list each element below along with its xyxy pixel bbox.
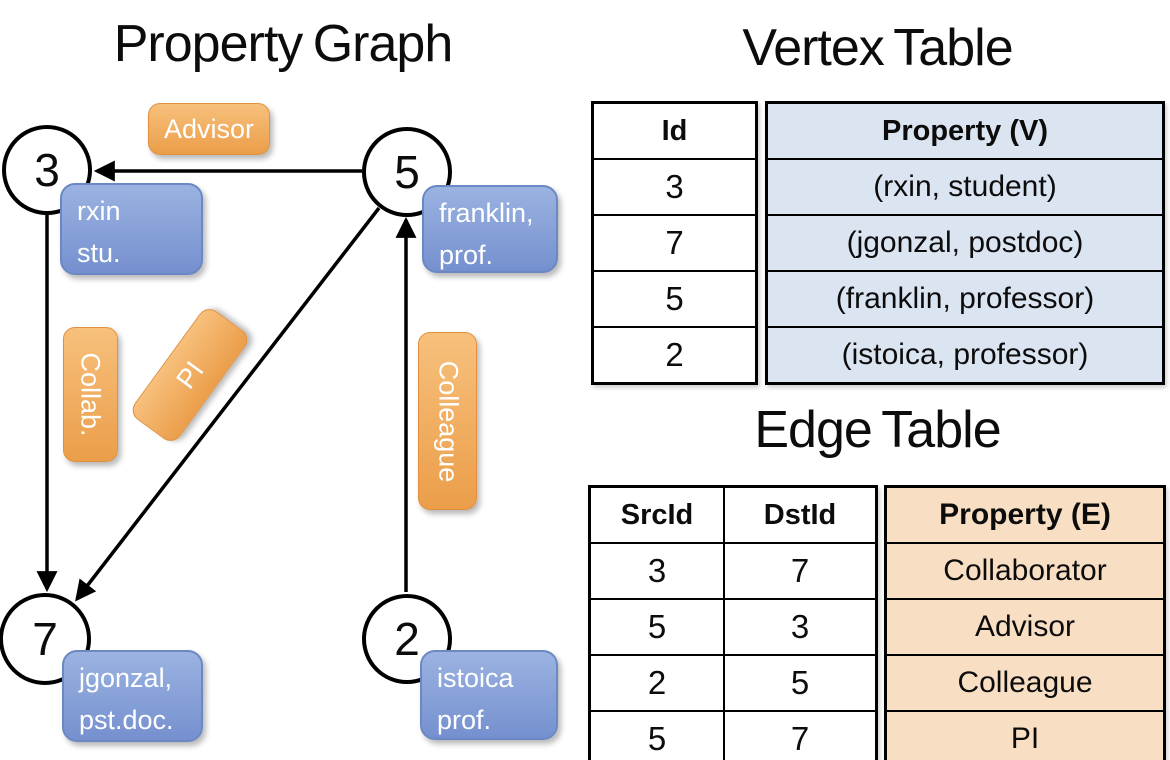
table-row: (rxin, student) [768,158,1162,214]
edge-label-colleague: Colleague [418,332,477,510]
vertex-id-cell: 3 [665,168,684,205]
table-row: PI [887,710,1163,760]
edge-property-cell: PI [887,712,1163,760]
vertex-prop-5-line1: franklin, [439,198,534,228]
edge-label-advisor-text: Advisor [163,113,255,144]
table-row: Colleague [887,654,1163,710]
vertex-prop-3-line2: stu. [77,238,121,268]
vertex-node-5: 5 [362,127,452,217]
edge-table: SrcId DstId 3 7 5 3 2 5 5 7 Property (E) [588,485,1166,760]
edge-table-src-dst-columns: SrcId DstId 3 7 5 3 2 5 5 7 [588,485,878,760]
vertex-property-cell: (rxin, student) [768,160,1162,214]
vertex-node-3-id: 3 [34,144,60,196]
edge-label-pi-text: PI [169,355,210,394]
table-row: 3 [594,158,755,214]
edge-property-cell: Advisor [887,600,1163,654]
edge-src-cell: 2 [591,656,725,710]
vertex-id-cell: 5 [665,280,684,317]
vertex-table-header-id: Id [661,114,688,147]
edge-property-cell: Collaborator [887,544,1163,598]
vertex-node-5-id: 5 [394,146,420,198]
graph-edges-canvas [36,160,417,602]
vertex-prop-3-line1: rxin [77,196,121,226]
property-graph-title: Property Graph [113,15,454,73]
edge-label-collab: Collab. [63,327,118,462]
edge-dst-cell: 3 [790,608,810,645]
vertex-prop-2-line2: prof. [437,705,492,735]
table-row: (jgonzal, postdoc) [768,214,1162,270]
vertex-prop-7-line1: jgonzal, [79,663,173,693]
vertex-table-title: Vertex Table [742,19,1013,77]
vertex-table-id-column: Id 3 7 5 2 [591,101,758,385]
vertex-property-cell: (franklin, professor) [768,272,1162,326]
edge-table-property-column: Property (E) Collaborator Advisor Collea… [884,485,1166,760]
table-row: Advisor [887,598,1163,654]
vertex-node-7-id: 7 [32,613,58,665]
vertex-prop-7-line2: pst.doc. [79,705,174,735]
table-row: (franklin, professor) [768,270,1162,326]
edge-src-cell: 5 [591,600,725,654]
edge-table-header-dstid: DstId [763,498,837,531]
vertex-prop-2-line1: istoica [437,663,514,693]
edge-dst-cell: 7 [790,720,810,757]
edge-dst-cell: 5 [790,664,810,701]
vertex-property-cell: (istoica, professor) [768,328,1162,382]
edge-dst-cell: 7 [790,552,810,589]
vertex-table-property-column: Property (V) (rxin, student) (jgonzal, p… [765,101,1165,385]
table-row: 2 [594,326,755,382]
edge-label-collab-text: Collab. [76,352,107,437]
vertex-property-cell: (jgonzal, postdoc) [768,216,1162,270]
table-gap [758,101,765,385]
edge-label-colleague-text: Colleague [433,360,463,482]
edge-src-cell: 5 [591,712,725,760]
table-row: 5 3 [591,598,875,654]
vertex-table-header-property: Property (V) [768,104,1162,158]
table-row: 5 7 [591,710,875,760]
edge-table-header-srcid: SrcId [591,488,725,542]
vertex-prop-box-5: franklin, prof. [422,185,558,273]
table-row: Collaborator [887,542,1163,598]
table-row: 3 7 [591,542,875,598]
vertex-id-cell: 7 [665,224,684,261]
edge-arrow-5-to-7 [75,206,381,602]
vertex-prop-box-3: rxin stu. [60,183,203,275]
edge-src-cell: 3 [591,544,725,598]
vertex-node-2: 2 [362,594,452,684]
vertex-table: Id 3 7 5 2 Property (V) (rxin, student) … [591,101,1165,385]
vertex-id-cell: 2 [665,336,684,373]
vertex-prop-box-7: jgonzal, pst.doc. [62,650,203,742]
vertex-node-2-id: 2 [394,613,420,665]
edge-property-cell: Colleague [887,656,1163,710]
table-row: (istoica, professor) [768,326,1162,382]
vertex-prop-5-line2: prof. [439,240,494,270]
table-row: 5 [594,270,755,326]
table-row: 7 [594,214,755,270]
edge-table-title: Edge Table [754,401,1001,459]
vertex-prop-box-2: istoica prof. [420,650,558,740]
edge-table-header-property: Property (E) [887,488,1163,542]
table-row: 2 5 [591,654,875,710]
edge-label-advisor: Advisor [148,103,270,155]
